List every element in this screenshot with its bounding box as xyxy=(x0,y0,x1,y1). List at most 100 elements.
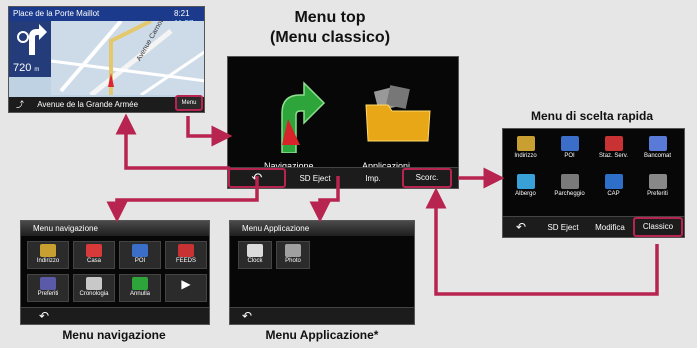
quick-menu-caption: Menu di scelta rapida xyxy=(530,109,654,123)
quick-item-label: POI xyxy=(564,153,575,159)
next-page-button[interactable]: ▶ xyxy=(165,274,207,302)
sd-eject-button[interactable]: SD Eject xyxy=(299,173,331,183)
map-roads xyxy=(51,21,204,95)
quick-item-icon xyxy=(516,136,535,151)
chevron-right-icon: ▶ xyxy=(181,277,191,291)
distance-unit: m xyxy=(34,67,40,73)
nav-back-button[interactable]: ↶ xyxy=(39,309,50,323)
apps-label: Applicazioni xyxy=(362,161,411,171)
nav-item-icon xyxy=(178,244,194,257)
time-primary: 8:21 xyxy=(174,9,190,18)
top-menu-caption: Menu top (Menu classico) xyxy=(255,8,405,48)
quick-item-icon xyxy=(516,174,535,189)
nav-item-icon xyxy=(86,277,102,290)
quick-menu-bar: ↶ SD Eject Modifica Classico xyxy=(503,216,684,237)
turn-panel: 720 m xyxy=(9,21,51,77)
quick-item[interactable]: CAP xyxy=(597,173,630,203)
quick-item-label: Parcheggio xyxy=(554,191,585,197)
nav-item-label: FEEDS xyxy=(175,258,196,264)
navigation-arrow-icon xyxy=(281,81,326,154)
caption-line1: Menu top xyxy=(294,9,366,26)
nav-item[interactable]: FEEDS xyxy=(165,241,207,269)
turn-arrow-icon xyxy=(17,24,47,55)
app-menu-screen: Menu Applicazione Clock Photo ↶ xyxy=(229,220,415,325)
nav-item-icon xyxy=(40,244,56,257)
nav-item-label: Cronologia xyxy=(79,291,109,297)
quick-item-icon xyxy=(560,136,579,151)
quick-item-icon xyxy=(604,136,623,151)
app-back-button[interactable]: ↶ xyxy=(242,309,253,323)
nav-menu-screen: Menu navigazione Indirizzo Casa POI FEEDS Pr… xyxy=(20,220,210,325)
quick-item[interactable]: POI xyxy=(553,135,586,165)
caption-line2: (Menu classico) xyxy=(269,29,391,46)
top-menu-screen: Navigazione Applicazioni ↶ SD Eject Imp.… xyxy=(227,56,459,189)
street-bar: ⤴ Avenue de la Grande Armée xyxy=(9,97,204,112)
nav-item[interactable]: Cronologia xyxy=(73,274,115,302)
app-item-label: Photo xyxy=(285,258,301,264)
quick-item-icon xyxy=(560,174,579,189)
location-bar: Place de la Porte Maillot xyxy=(9,7,163,21)
nav-item-icon xyxy=(132,244,148,257)
nav-menu-bar: ↶ xyxy=(21,307,209,324)
nav-item-icon xyxy=(86,244,102,257)
menu-button[interactable]: Menu xyxy=(175,95,203,111)
arrow-back-to-map xyxy=(115,113,230,170)
arrow-classico-loop xyxy=(425,187,659,296)
quick-item-label: Indirizzo xyxy=(514,153,537,159)
map-screen: Place de la Porte Maillot 8:21 11:57 720… xyxy=(8,6,205,113)
quick-item-label: Bancomat xyxy=(643,153,671,159)
nav-tile[interactable]: Navigazione xyxy=(256,75,336,171)
app-menu-bar: ↶ xyxy=(230,307,414,324)
apps-tile[interactable]: Applicazioni xyxy=(358,83,438,171)
nav-item-label: Indirizzo xyxy=(36,258,60,264)
quick-item[interactable]: Bancomat xyxy=(641,135,674,165)
app-menu-caption: Menu Applicazione* xyxy=(265,328,379,342)
nav-item[interactable]: Annulla xyxy=(119,274,161,302)
app-menu-title: Menu Applicazione xyxy=(242,224,310,233)
nav-menu-title: Menu navigazione xyxy=(33,224,98,233)
app-menu-header: Menu Applicazione xyxy=(230,221,414,236)
nav-item-icon xyxy=(132,277,148,290)
classico-button[interactable]: Classico xyxy=(633,217,683,237)
quick-item[interactable]: Albergo xyxy=(509,173,542,203)
imp-button[interactable]: Imp. xyxy=(365,173,381,183)
nav-menu-header: Menu navigazione xyxy=(21,221,209,236)
arrow-menu-to-top xyxy=(186,116,233,147)
nav-item-label: Preferiti xyxy=(37,291,59,297)
quick-item[interactable]: Indirizzo xyxy=(509,135,542,165)
quick-item-label: CAP xyxy=(607,191,620,197)
quick-item-label: Preferiti xyxy=(647,191,668,197)
app-item-label: Clock xyxy=(247,258,263,264)
nav-item-icon xyxy=(40,277,56,290)
quick-item-icon xyxy=(648,136,667,151)
nav-item[interactable]: Casa xyxy=(73,241,115,269)
quick-item[interactable]: Parcheggio xyxy=(553,173,586,203)
app-item[interactable]: Clock xyxy=(238,241,272,269)
quick-sd-eject-button[interactable]: SD Eject xyxy=(547,222,579,232)
quick-back-button[interactable]: ↶ xyxy=(515,220,527,234)
street-name: Avenue de la Grande Armée xyxy=(37,100,139,109)
clock-icon xyxy=(247,244,263,257)
folder-icon xyxy=(365,85,431,142)
nav-item-label: Casa xyxy=(86,258,101,264)
nav-item[interactable]: Indirizzo xyxy=(27,241,69,269)
quick-item[interactable]: Staz. Serv. xyxy=(597,135,630,165)
quick-item-icon xyxy=(648,174,667,189)
nav-item[interactable]: POI xyxy=(119,241,161,269)
route-icon: ⤴ xyxy=(16,100,24,109)
nav-menu-caption: Menu navigazione xyxy=(62,328,166,342)
nav-item-label: Annulla xyxy=(129,291,150,297)
arrow-apps-down xyxy=(309,176,340,223)
quick-item-label: Staz. Serv. xyxy=(599,153,628,159)
modifica-button[interactable]: Modifica xyxy=(595,222,625,232)
quick-item-label: Albergo xyxy=(515,191,536,197)
nav-label: Navigazione xyxy=(264,161,314,171)
quick-item[interactable]: Preferiti xyxy=(641,173,674,203)
menu-button-label: Menu xyxy=(181,100,197,106)
app-item[interactable]: Photo xyxy=(276,241,310,269)
scorc-button[interactable]: Scorc. xyxy=(402,168,452,188)
nav-item[interactable]: Preferiti xyxy=(27,274,69,302)
quick-item-icon xyxy=(604,174,623,189)
